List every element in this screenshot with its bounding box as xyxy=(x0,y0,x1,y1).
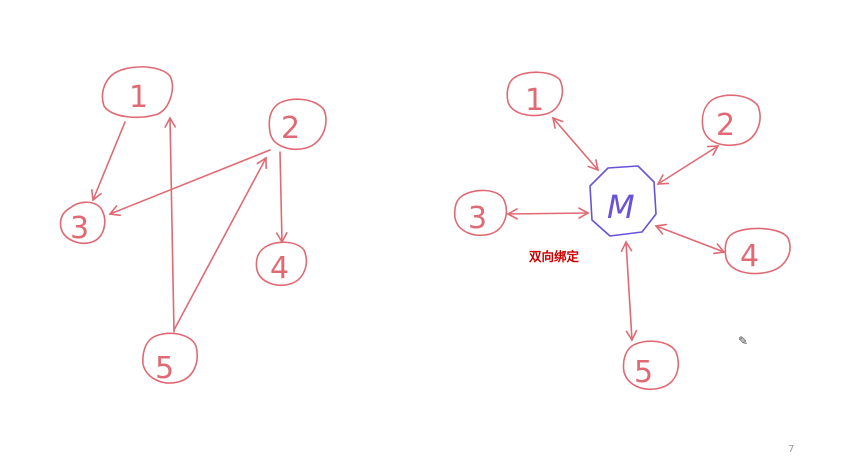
left-node-3-label: 3 xyxy=(70,211,89,246)
right-edge-m-4 xyxy=(654,223,726,255)
center-node-m: M xyxy=(589,165,657,237)
left-node-2-circle xyxy=(268,98,327,150)
left-node-1-circle xyxy=(101,66,174,119)
two-way-binding-caption: 双向绑定 xyxy=(529,249,580,264)
right-node-3: 3 xyxy=(453,189,508,236)
center-node-m-octagon xyxy=(589,165,657,237)
left-node-5-label: 5 xyxy=(155,351,174,386)
left-edge-1-to-3 xyxy=(90,121,126,202)
left-edge-2-to-3 xyxy=(108,149,271,217)
right-node-1: 1 xyxy=(506,71,564,118)
left-node-3-circle xyxy=(59,201,106,244)
left-node-4: 4 xyxy=(255,241,308,286)
left-diagram: 1 2 3 4 5 xyxy=(59,66,327,386)
center-node-m-label: M xyxy=(607,188,635,226)
left-node-2: 2 xyxy=(268,98,327,150)
left-node-4-circle xyxy=(255,241,308,286)
left-node-3: 3 xyxy=(59,201,106,246)
left-edge-2-to-4 xyxy=(276,151,288,244)
right-node-5-circle xyxy=(622,340,680,390)
right-node-2-circle xyxy=(701,94,761,146)
right-node-4-label: 4 xyxy=(740,239,759,274)
left-node-2-label: 2 xyxy=(281,111,300,146)
left-node-1: 1 xyxy=(101,66,174,119)
right-node-1-circle xyxy=(506,71,564,117)
right-node-5-label: 5 xyxy=(634,355,653,390)
left-node-4-label: 4 xyxy=(270,251,289,286)
right-node-5: 5 xyxy=(622,340,680,390)
right-node-3-circle xyxy=(453,189,508,236)
left-edge-5-to-2 xyxy=(173,156,267,331)
pencil-icon: ✎ xyxy=(738,334,749,348)
right-diagram: M 1 2 3 4 5 xyxy=(453,71,791,390)
left-node-1-label: 1 xyxy=(129,80,148,115)
left-edge-5-to-1 xyxy=(164,116,176,333)
right-node-3-label: 3 xyxy=(468,201,487,236)
right-edge-m-3 xyxy=(506,207,590,220)
left-node-5: 5 xyxy=(142,332,198,386)
right-edge-m-5 xyxy=(620,240,638,342)
right-edge-m-1 xyxy=(551,116,600,172)
right-node-2: 2 xyxy=(701,94,761,146)
right-node-1-label: 1 xyxy=(525,83,544,118)
right-edge-m-2 xyxy=(656,145,720,185)
right-node-4: 4 xyxy=(724,227,791,275)
left-node-5-circle xyxy=(142,332,198,384)
right-node-2-label: 2 xyxy=(716,108,735,143)
page-number: 7 xyxy=(788,444,795,455)
